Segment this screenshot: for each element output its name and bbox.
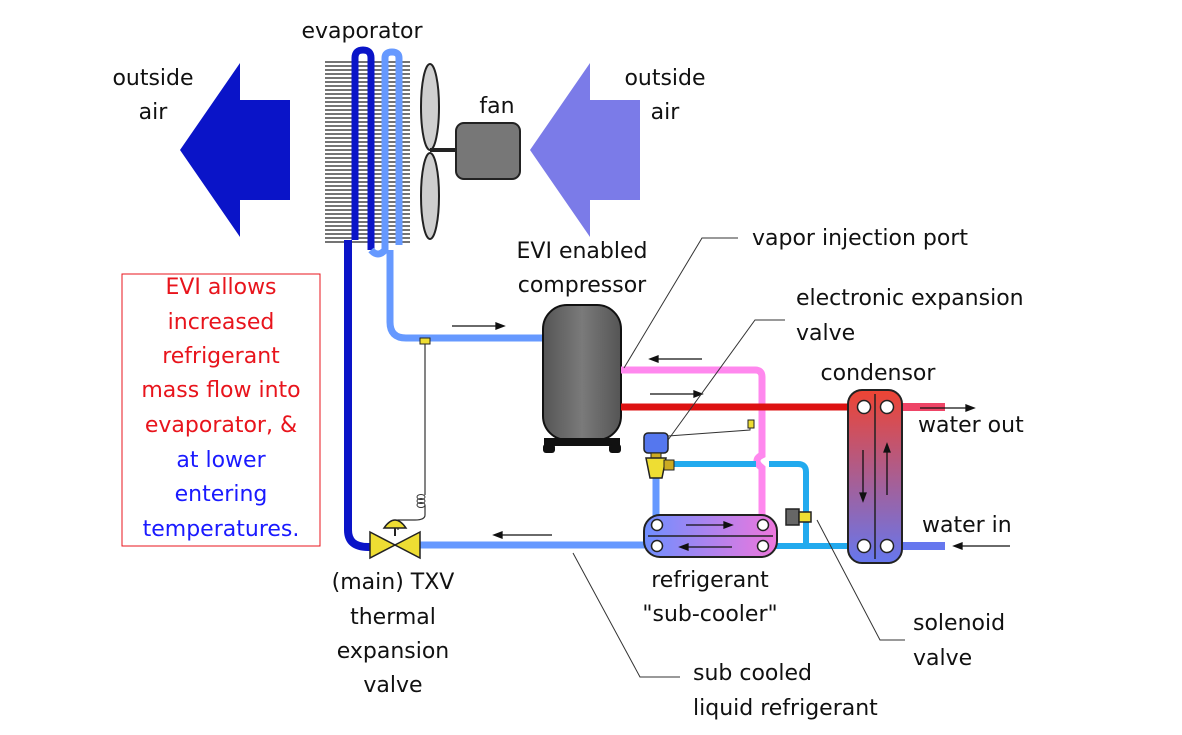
leader-lines	[572, 237, 905, 678]
txv-capillary	[397, 344, 426, 530]
liquid-line-to-evaporator	[344, 240, 382, 551]
label-subcooler-2: "sub-cooler"	[642, 602, 777, 627]
label-eev-1: electronic expansion	[796, 286, 1024, 311]
label-outside-air-right-2: air	[651, 100, 681, 125]
subcooler-icon	[643, 514, 778, 558]
note-line-4: mass flow into	[141, 378, 300, 403]
label-water-out: water out	[918, 413, 1024, 438]
note-line-3: refrigerant	[162, 344, 280, 369]
liquid-branch-line	[670, 461, 809, 546]
label-vapor-injection-port: vapor injection port	[752, 226, 968, 251]
label-subcooled-2: liquid refrigerant	[693, 696, 878, 721]
label-eev-2: valve	[796, 321, 855, 346]
label-fan: fan	[479, 94, 514, 119]
solenoid-valve-icon	[785, 508, 812, 526]
label-water-in: water in	[922, 513, 1012, 538]
evaporator-coil-dark	[351, 46, 375, 250]
outside-air-exhaust-arrow	[180, 63, 290, 237]
label-txv-4: valve	[363, 673, 422, 698]
evaporator-coil-light	[368, 48, 403, 258]
label-subcooler-1: refrigerant	[651, 568, 769, 593]
electronic-expansion-valve-icon	[643, 419, 755, 479]
label-compressor-1: EVI enabled	[517, 239, 648, 264]
note-line-2: increased	[168, 310, 275, 335]
note-line-7: entering	[175, 482, 268, 507]
label-txv-1: (main) TXV	[332, 570, 455, 595]
flow-arrows	[452, 322, 1010, 551]
txv-valve-icon	[369, 519, 421, 560]
label-condensor: condensor	[821, 361, 937, 386]
label-subcooled-1: sub cooled	[693, 661, 812, 686]
label-compressor-2: compressor	[518, 273, 647, 298]
label-outside-air-left-2: air	[139, 100, 169, 125]
label-txv-3: expansion	[337, 639, 450, 664]
note-line-6: at lower	[176, 448, 266, 473]
vapor-injection-line	[621, 366, 766, 525]
label-outside-air-left-1: outside	[112, 66, 193, 91]
label-solenoid-1: solenoid	[913, 611, 1005, 636]
note-line-8: temperatures.	[143, 517, 300, 542]
evi-note-box	[121, 273, 321, 547]
txv-sensing-bulb	[419, 337, 431, 345]
outside-air-intake-arrow	[530, 63, 640, 237]
label-outside-air-right-1: outside	[624, 66, 705, 91]
note-line-1: EVI allows	[165, 275, 276, 300]
condenser-icon	[847, 389, 903, 564]
suction-line	[386, 250, 548, 342]
txv-capillary-coil	[416, 494, 426, 508]
note-line-5: evaporator, &	[145, 413, 297, 438]
label-solenoid-2: valve	[913, 646, 972, 671]
label-evaporator: evaporator	[301, 19, 423, 44]
compressor-icon	[542, 304, 622, 453]
fan-icon	[420, 63, 521, 240]
label-txv-2: thermal	[350, 605, 436, 630]
